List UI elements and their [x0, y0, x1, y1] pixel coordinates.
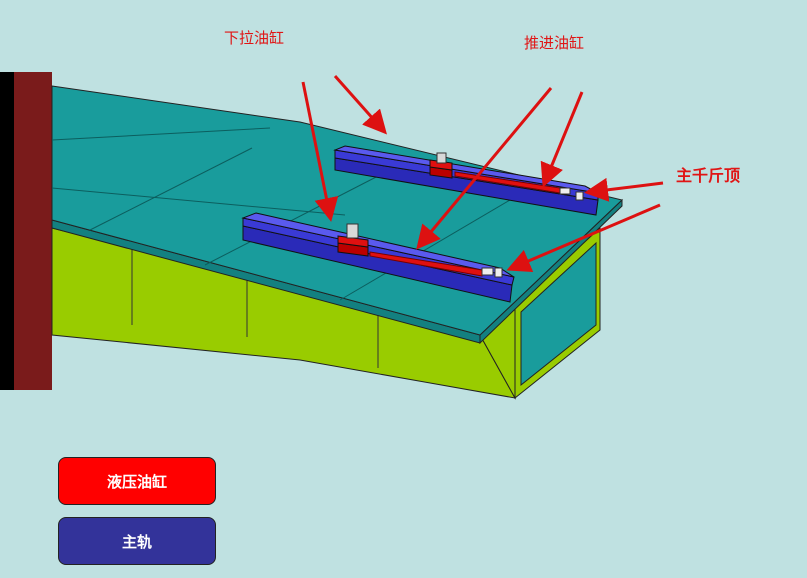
- girder-segment-lines: [131, 247, 379, 368]
- main-jack-upper: [559, 187, 584, 201]
- callout-arrows: [301, 75, 664, 272]
- label-main-jack: 主千斤顶: [676, 166, 741, 185]
- box-girder-cavity: [520, 241, 597, 387]
- arrow-pull-upper: [333, 75, 387, 135]
- arrow-push-lower: [416, 87, 553, 250]
- deck-joint-lines: [51, 127, 511, 301]
- abutment-shadow: [0, 72, 14, 390]
- pull-cylinder-lower: [337, 223, 369, 257]
- push-cylinder-lower: [369, 251, 483, 277]
- label-pull-down-cylinder: 下拉油缸: [224, 29, 285, 47]
- legend-hydraulic-cylinder: 液压油缸: [58, 457, 216, 505]
- label-push-cylinder: 推进油缸: [524, 34, 585, 52]
- pull-cylinder-upper: [429, 152, 453, 179]
- arrow-pull-lower: [301, 81, 339, 222]
- abutment-wall: [14, 72, 52, 390]
- legend-main-rail-label: 主轨: [121, 532, 152, 551]
- arrow-jack-lower: [506, 203, 661, 272]
- arrow-push-upper: [540, 91, 584, 188]
- arrow-jack-upper: [584, 177, 664, 202]
- main-jack-lower: [481, 267, 503, 278]
- legend-main-rail: 主轨: [58, 517, 216, 565]
- legend-hydraulic-cylinder-label: 液压油缸: [106, 472, 167, 491]
